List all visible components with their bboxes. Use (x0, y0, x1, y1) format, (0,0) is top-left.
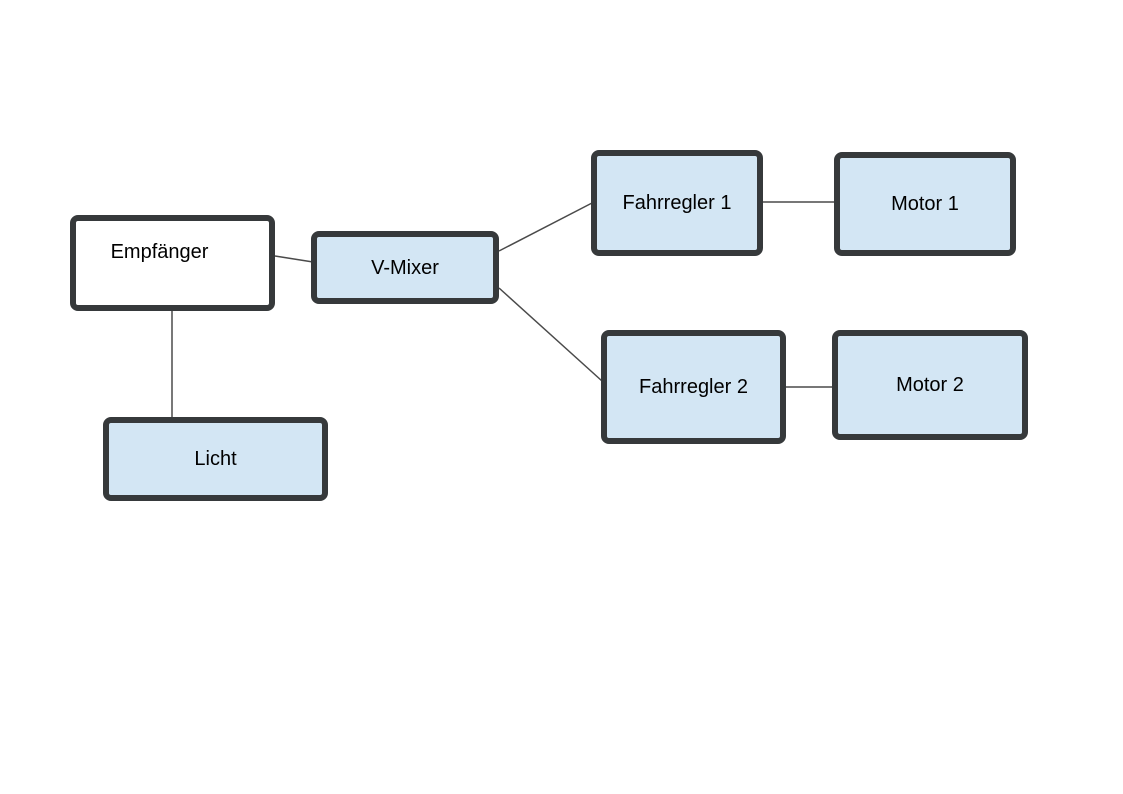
node-fahrregler-2-label: Fahrregler 2 (639, 376, 748, 398)
node-motor-2: Motor 2 (832, 330, 1028, 440)
node-fahrregler-1: Fahrregler 1 (591, 150, 763, 256)
node-empfaenger: Empfänger (70, 215, 275, 311)
node-empfaenger-label: Empfänger (110, 241, 209, 263)
connector-empfaenger-v-mixer (274, 255, 314, 263)
node-motor-1-label: Motor 1 (891, 193, 959, 215)
connector-v-mixer-fahrregler-1 (498, 202, 593, 252)
node-fahrregler-1-label: Fahrregler 1 (622, 192, 732, 214)
node-licht: Licht (103, 417, 328, 501)
connector-v-mixer-fahrregler-2 (498, 287, 603, 382)
node-v-mixer-label: V-Mixer (371, 256, 439, 279)
node-motor-1: Motor 1 (834, 152, 1016, 256)
node-licht-label: Licht (194, 448, 237, 470)
node-v-mixer: V-Mixer (311, 231, 499, 304)
node-motor-2-label: Motor 2 (896, 374, 964, 396)
node-fahrregler-2: Fahrregler 2 (601, 330, 786, 444)
